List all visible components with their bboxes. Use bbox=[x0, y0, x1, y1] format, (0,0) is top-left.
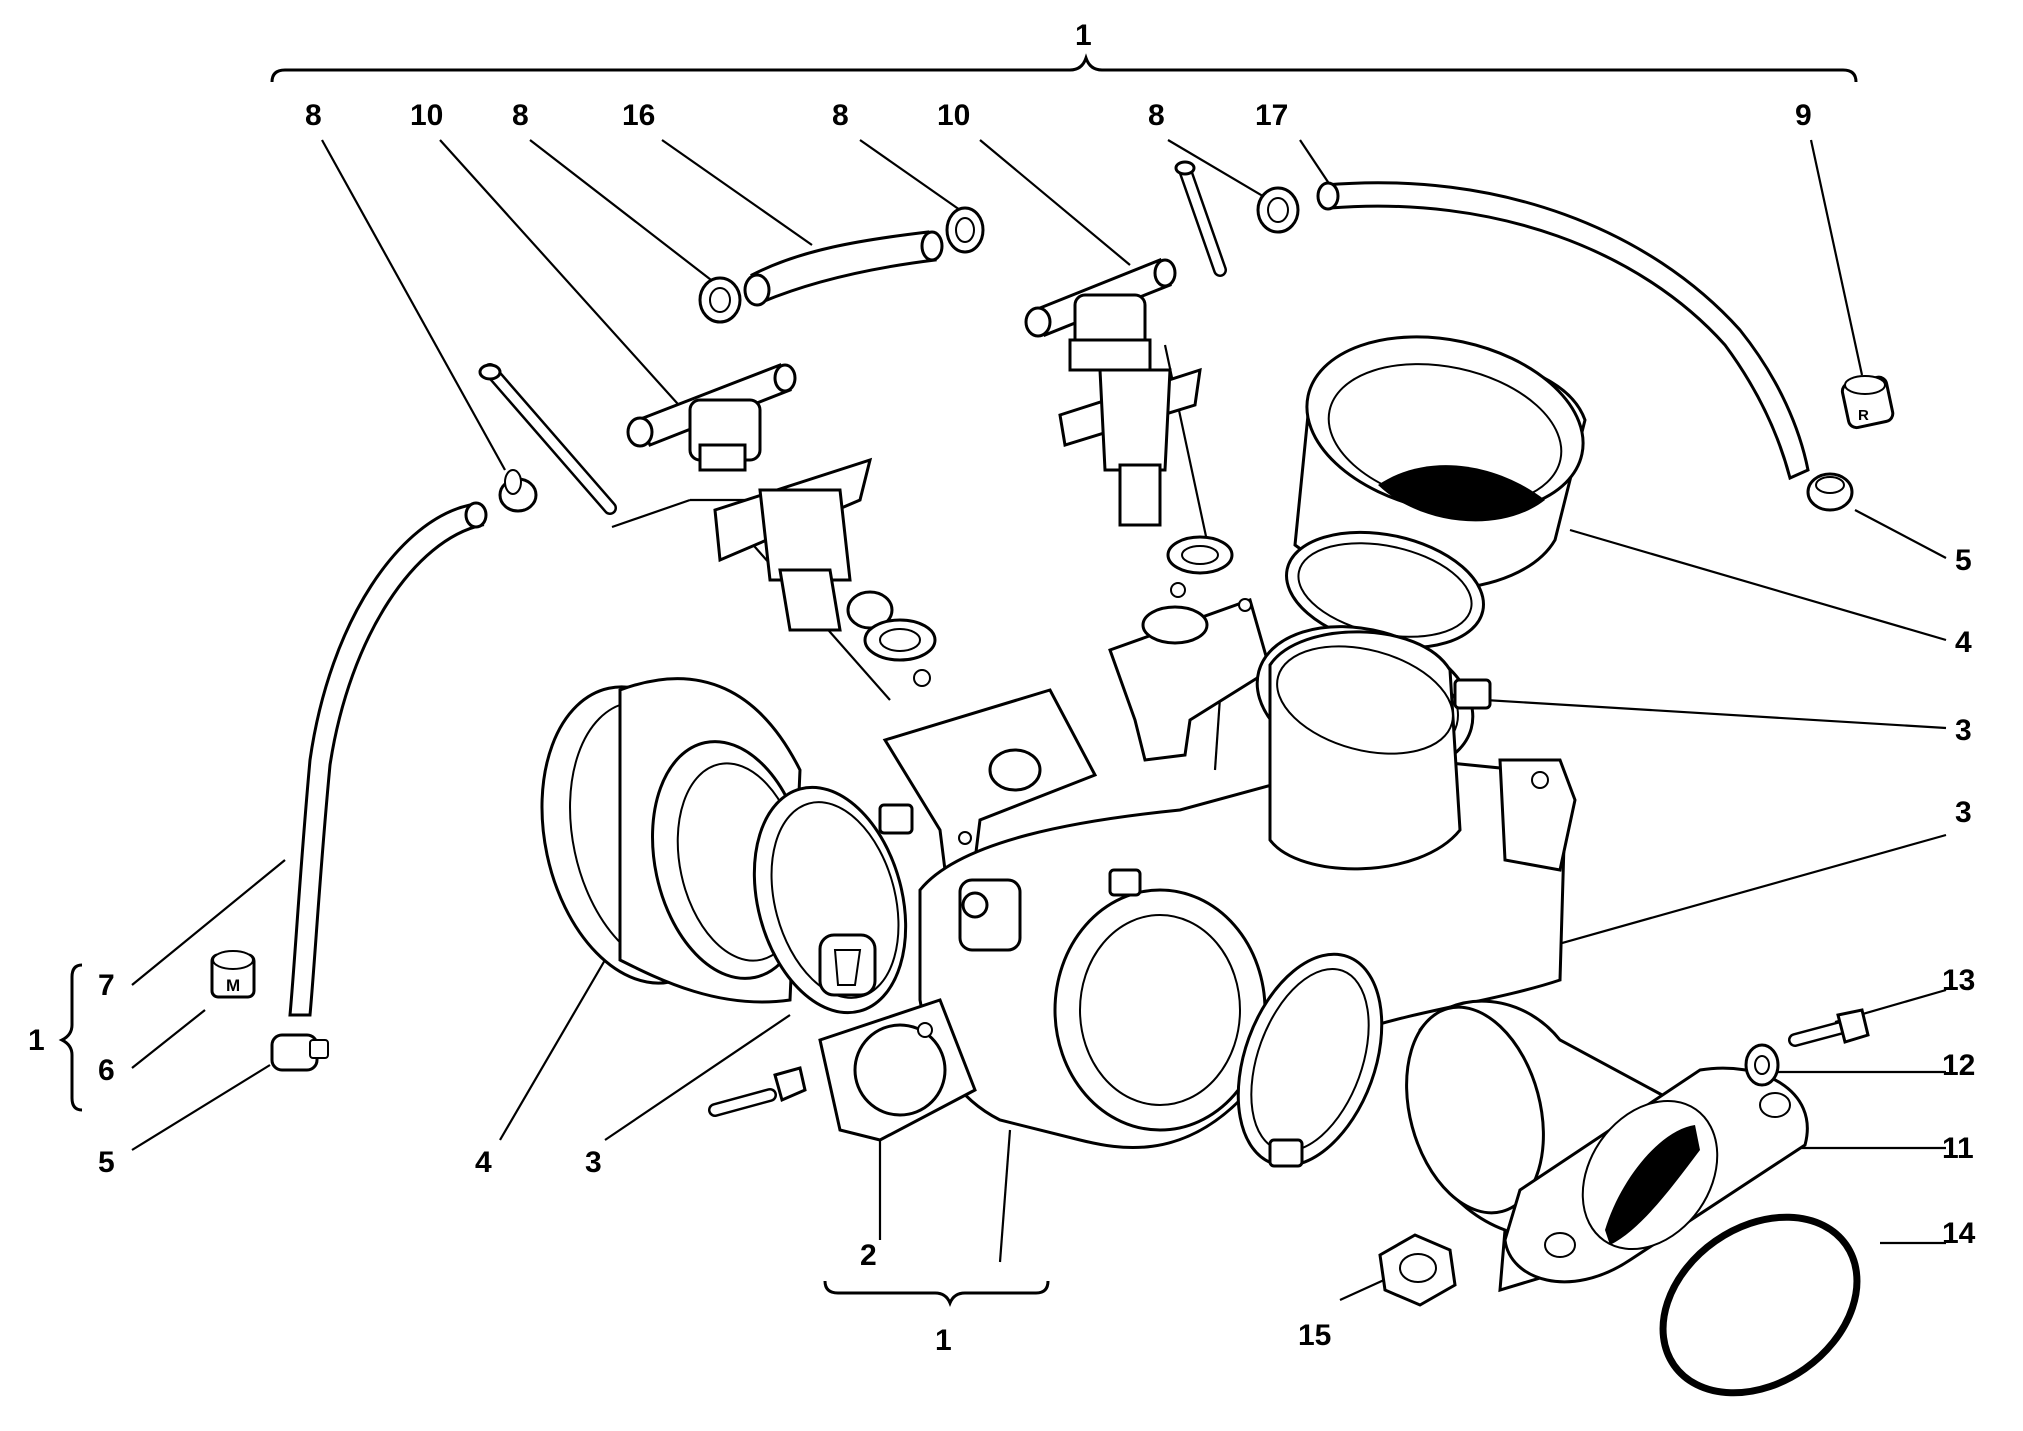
callout-1-bottom: 1 bbox=[935, 1324, 952, 1357]
callout-15: 15 bbox=[1298, 1319, 1331, 1352]
callout-4-left: 4 bbox=[475, 1146, 492, 1179]
clamp-part-8-b bbox=[945, 206, 985, 254]
sensor-screw bbox=[708, 1066, 807, 1117]
callout-3-left: 3 bbox=[585, 1146, 602, 1179]
washer-part-12 bbox=[1744, 1043, 1780, 1087]
callout-4-right: 4 bbox=[1955, 626, 1972, 659]
callout-6: 6 bbox=[98, 1054, 115, 1087]
left-hose-part-7 bbox=[288, 501, 488, 1017]
callout-10-b: 10 bbox=[937, 99, 970, 132]
callout-17: 17 bbox=[1255, 99, 1288, 132]
callout-9: 9 bbox=[1795, 99, 1812, 132]
left-group-brace bbox=[58, 963, 83, 1112]
callout-8-b: 8 bbox=[512, 99, 529, 132]
clamp-m-label: M bbox=[226, 976, 240, 995]
callout-labels: 1 8 10 8 16 8 10 8 17 9 5 4 3 3 13 12 11… bbox=[28, 19, 1976, 1357]
callout-13: 13 bbox=[1942, 964, 1975, 997]
clamp-part-9-r: R bbox=[1840, 375, 1895, 430]
callout-3-right-b: 3 bbox=[1955, 796, 1972, 829]
clamp-ring-front-part-3 bbox=[1236, 952, 1384, 1168]
valve-assembly-right bbox=[1024, 258, 1234, 598]
callout-8-d: 8 bbox=[1148, 99, 1165, 132]
bottom-group-brace bbox=[823, 1280, 1050, 1308]
intake-boot-right-part-4 bbox=[1285, 335, 1587, 650]
clamp-r-label: R bbox=[1858, 407, 1869, 424]
callout-10-a: 10 bbox=[410, 99, 443, 132]
callout-14: 14 bbox=[1942, 1217, 1976, 1250]
callout-5-right: 5 bbox=[1955, 544, 1972, 577]
top-group-brace bbox=[270, 53, 1858, 83]
clamp-part-8-left bbox=[498, 469, 538, 513]
callout-5-left: 5 bbox=[98, 1146, 115, 1179]
top-leader-lines bbox=[321, 139, 1864, 471]
callout-2: 2 bbox=[860, 1239, 877, 1272]
nut-part-15 bbox=[1378, 1233, 1457, 1307]
callout-12: 12 bbox=[1942, 1049, 1975, 1082]
callout-8-c: 8 bbox=[832, 99, 849, 132]
o-ring-part-14 bbox=[1659, 1213, 1861, 1397]
hose-part-16 bbox=[743, 230, 944, 307]
bolt-part-13 bbox=[1788, 1008, 1870, 1047]
callout-3-right-a: 3 bbox=[1955, 714, 1972, 747]
clamp-part-5-left bbox=[270, 1033, 329, 1072]
bolt-right bbox=[1174, 160, 1227, 277]
valve-assembly-left bbox=[626, 363, 937, 687]
throttle-body bbox=[918, 630, 1577, 1150]
callout-1-top: 1 bbox=[1075, 19, 1092, 52]
clamp-part-5-right bbox=[1806, 472, 1854, 512]
bolt-left bbox=[478, 363, 617, 515]
clamp-part-6-m: M bbox=[210, 950, 256, 999]
callout-1-left: 1 bbox=[28, 1024, 45, 1057]
callout-16: 16 bbox=[622, 99, 655, 132]
spacer-block-left bbox=[882, 688, 1098, 873]
hose-part-17 bbox=[1316, 181, 1810, 481]
callout-11: 11 bbox=[1942, 1132, 1974, 1165]
callout-8-a: 8 bbox=[305, 99, 322, 132]
callout-7: 7 bbox=[98, 969, 115, 1002]
intake-manifold-part-11 bbox=[1405, 999, 1809, 1293]
clamp-part-8-a bbox=[698, 276, 742, 324]
throttle-sensor-part-2 bbox=[818, 933, 977, 1142]
spacer-block-right bbox=[1108, 598, 1272, 762]
clamp-part-8-c bbox=[1256, 186, 1300, 234]
